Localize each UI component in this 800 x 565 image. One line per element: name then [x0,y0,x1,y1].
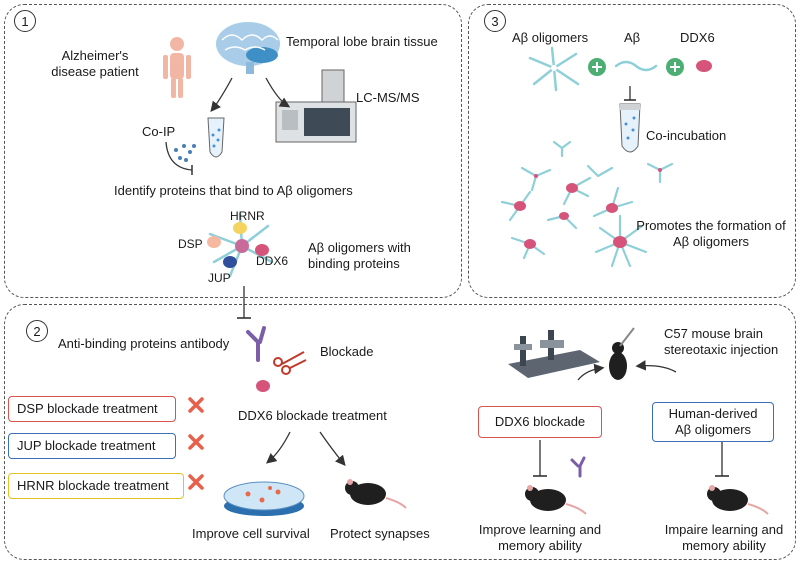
abeta-oligomers-label: Aβ oligomers [512,30,589,45]
ddx6-treatment-label: DDX6 blockade treatment [238,408,387,423]
lcms-machine-icon [275,69,357,143]
improve-label: Improve learning and memory ability [478,522,602,553]
ddx6-blockade-box: DDX6 blockade [478,406,602,438]
coip-label: Co-IP [142,124,176,139]
tube-icon [207,117,225,158]
promotes-label: Promotes the formation of Aβ oligomers [636,218,786,249]
abeta-monomer-icon [614,60,658,72]
hrnr-treatment-box: HRNR blockade treatment [8,473,184,499]
brain-icon [216,22,280,74]
lcms-label: LC-MS/MS [356,90,420,105]
tube-icon-2 [619,103,641,153]
panel-3-number: 3 [484,10,506,32]
beads-icon [174,144,196,162]
oligomer-complex-icon [207,212,274,278]
impair-label: Impaire learning and memory ability [664,522,784,553]
panel-3 [468,4,796,298]
blockade-label: Blockade [320,344,374,359]
antibody-label: Anti-binding proteins antibody [58,336,230,351]
protein-dsp: DSP [178,237,203,251]
mouse-icon-3 [707,485,769,515]
mouse-icon-1 [345,479,407,509]
ddx6-small-icon [256,380,270,392]
abeta-label: Aβ [624,30,641,45]
cross-icons [188,397,204,490]
protein-jup: JUP [208,271,231,285]
mouse-upright-icon [609,327,635,380]
dsp-treatment-box: DSP blockade treatment [8,396,176,422]
panel-1 [4,4,462,298]
scissors-icon [273,351,307,375]
protein-ddx6: DDX6 [256,254,289,268]
identify-label: Identify proteins that bind to Aβ oligom… [114,183,353,198]
plus-icon-2 [666,58,684,76]
human-abeta-box: Human-derived Aβ oligomers [652,402,774,442]
petri-dish-icon [223,481,305,516]
jup-treatment-box: JUP blockade treatment [8,433,176,459]
protein-hrnr: HRNR [230,209,265,223]
panel-1-number: 1 [14,10,36,32]
plus-icon [588,58,606,76]
cell-survival-label: Improve cell survival [192,526,310,541]
panel-2-number: 2 [26,320,48,342]
tissue-label: Temporal lobe brain tissue [286,34,438,49]
antibody-small-icon [570,456,586,478]
antibody-icon [246,326,266,362]
ddx6-label: DDX6 [680,30,715,45]
patient-figure-icon [163,37,191,98]
panel-2 [4,304,796,560]
complex-label: Aβ oligomers with binding proteins [308,240,411,271]
mouse-icon-2 [525,485,587,515]
mouse-injection-label: C57 mouse brain stereotaxic injection [664,326,779,357]
ddx6-icon [696,60,712,72]
coincubation-label: Co-incubation [646,128,727,143]
stereotaxic-apparatus-icon [508,330,600,378]
ddx6-dots [514,168,662,249]
abeta-oligomer-icon [528,46,580,92]
synapses-label: Protect synapses [330,526,430,541]
patient-label: Alzheimer's disease patient [51,48,139,79]
